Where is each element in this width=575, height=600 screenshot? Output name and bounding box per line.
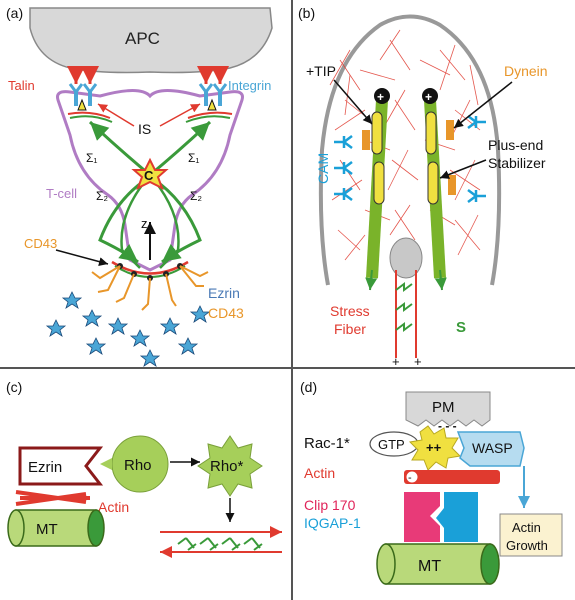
- cam-label: CAM: [315, 153, 331, 184]
- stress-fiber: [395, 270, 417, 358]
- is-label: IS: [138, 121, 151, 137]
- center-label: C: [144, 168, 154, 183]
- mt-label-d: MT: [418, 558, 441, 575]
- actin-bar-d: [404, 470, 500, 484]
- plus-cap-right: [422, 88, 438, 104]
- z-label: z: [141, 216, 148, 231]
- clip170-shape: [404, 492, 440, 542]
- tip-protein-4: [427, 161, 439, 205]
- apc-label: APC: [125, 29, 160, 48]
- is-arrow-right: [159, 103, 201, 127]
- wasp-shape: [456, 431, 525, 467]
- tip-protein-1: [371, 111, 383, 155]
- s-label: S: [456, 319, 466, 336]
- mt-label-c: MT: [36, 521, 58, 538]
- tip-protein-3: [425, 111, 437, 155]
- cell-outline-b: [318, 14, 502, 286]
- is-arrow-left: [97, 103, 135, 127]
- plus-cap-left: [374, 88, 390, 104]
- uropod: [91, 260, 209, 311]
- rho-star-label: Rho*: [210, 458, 244, 475]
- sigma2-right: Σ₂: [190, 189, 202, 203]
- ezrin-label: Ezrin: [208, 285, 240, 301]
- svg-text:+: +: [377, 90, 384, 104]
- iqgap-label: IQGAP-1: [304, 515, 361, 531]
- apc-shape: [29, 7, 273, 74]
- cd43-pointer: [55, 249, 109, 267]
- talin-label: Talin: [8, 78, 35, 93]
- svg-text:+: +: [425, 90, 432, 104]
- minus-label: -: [408, 472, 412, 484]
- integrin-label: Integrin: [228, 78, 271, 93]
- stress-label-2: Fiber: [334, 321, 366, 337]
- cam-molecules: [334, 115, 486, 203]
- stress-label-1: Stress: [330, 303, 370, 319]
- tcell-membrane: [56, 89, 244, 272]
- dynein-1: [446, 120, 454, 140]
- rho-label: Rho: [124, 457, 152, 474]
- clip-label: Clip 170: [304, 497, 356, 513]
- panel-c-letter: (c): [6, 379, 22, 395]
- sigma2-left: Σ₂: [96, 189, 108, 203]
- cd43-right-label: CD43: [208, 305, 244, 321]
- ezrin-label-c: Ezrin: [28, 459, 62, 476]
- panel-c: (c) Ezrin Actin MT Rho Rho*: [6, 379, 282, 558]
- cd43-left-label: CD43: [24, 236, 57, 251]
- panel-d: (d) PM - - - Rac-1* GTP ++ WASP - Actin …: [300, 379, 563, 585]
- panel-b-letter: (b): [298, 5, 315, 21]
- mtoc: [389, 237, 423, 279]
- actin-label-c: Actin: [98, 499, 129, 515]
- panel-a: (a) APC Talin Integrin IS: [6, 5, 273, 367]
- actin-is-right: [187, 111, 233, 119]
- actin-bundle-c: [15, 490, 90, 506]
- iqgap-shape: [436, 492, 478, 542]
- dynein-3: [362, 130, 370, 150]
- rac-label: Rac-1*: [304, 435, 350, 452]
- panel-b: (b): [298, 5, 548, 369]
- actin-growth-box: [499, 513, 563, 557]
- mt-cylinder-d: [385, 543, 491, 585]
- plus-right: +: [414, 354, 422, 369]
- gtp-label: GTP: [378, 437, 405, 452]
- centrosome-star: [131, 157, 169, 191]
- panel-d-letter: (d): [300, 379, 317, 395]
- actin-mesh: [329, 29, 481, 261]
- tip-protein-2: [373, 161, 385, 205]
- dynein-label: Dynein: [504, 63, 548, 79]
- dynein-2: [448, 175, 456, 195]
- wasp-label: WASP: [472, 440, 513, 456]
- rho-star-shape: [197, 435, 263, 497]
- ezrin-shape: [18, 446, 104, 486]
- actin-is-left: [67, 111, 111, 119]
- pm-shape: [405, 391, 491, 427]
- rac-burst: [408, 425, 462, 471]
- plusplus-label: ++: [426, 440, 442, 455]
- panel-a-letter: (a): [6, 5, 23, 21]
- plus-left: +: [392, 354, 400, 369]
- sigma1-left: Σ₁: [86, 151, 97, 165]
- plusend-label-2: Stabilizer: [488, 155, 546, 171]
- tcell-label: T-cell: [46, 186, 77, 201]
- pm-label: PM: [432, 399, 455, 416]
- plusend-label-1: Plus-end: [488, 137, 543, 153]
- growth-label-1: Actin: [512, 520, 541, 535]
- growth-label-2: Growth: [506, 538, 548, 553]
- cd43-stars: [45, 291, 211, 367]
- mt-cylinder-c: [15, 509, 97, 547]
- stress-fiber-c: [160, 526, 282, 558]
- sigma1-right: Σ₁: [188, 151, 199, 165]
- receptor-right: [197, 66, 229, 111]
- actin-label-d: Actin: [304, 465, 335, 481]
- receptor-left: [67, 66, 99, 111]
- tip-label: +TIP: [306, 63, 336, 79]
